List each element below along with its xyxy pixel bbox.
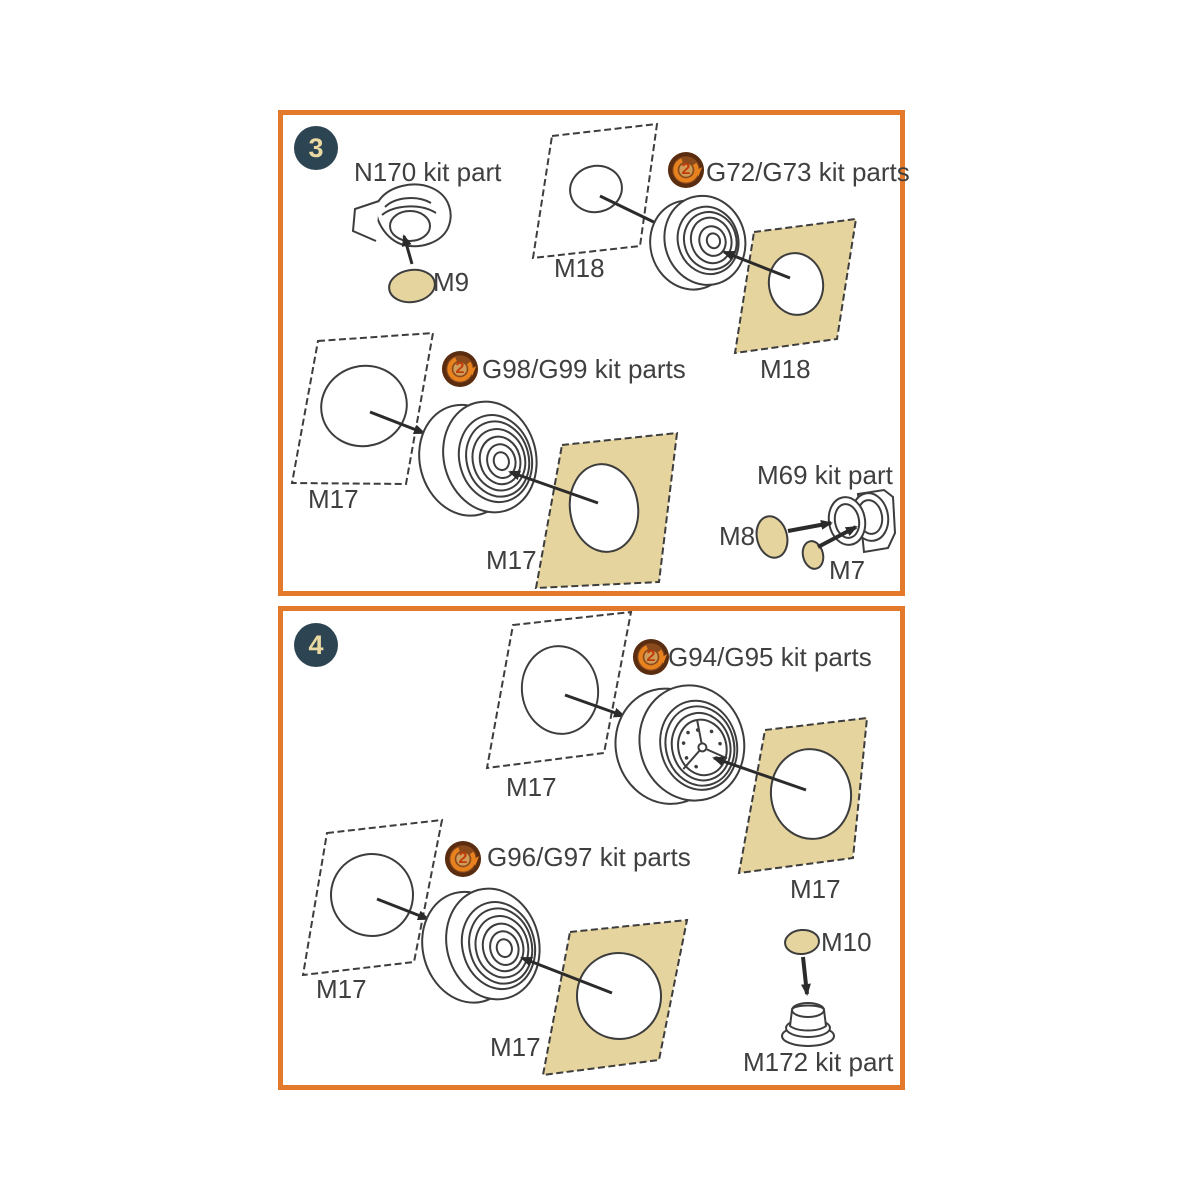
mask-m10-label: M10 [821,927,872,957]
white-mask-m17-top-label: M17 [506,772,557,802]
m172-part-label: M172 kit part [743,1047,894,1077]
mask-m9-label: M9 [433,267,470,297]
rotate-x2-icon [632,638,670,676]
arrow [599,194,666,229]
apply-twice-icon: 2 [441,350,479,388]
tan-mask-m17-label: M17 [486,545,537,575]
white-mask-m17-bottom [301,818,444,977]
arrow [564,693,626,718]
white-mask-m17 [290,331,435,486]
mask-m8-label: M8 [719,521,756,551]
apply-twice-count: 2 [458,850,468,867]
apply-twice-count: 2 [646,648,656,665]
arrow [800,956,811,996]
arrow [817,525,858,549]
wheel-g72-g73 [649,194,747,291]
mask-m7-label: M7 [829,555,866,585]
arrow [712,756,807,792]
apply-twice-icon: 2 [444,840,482,878]
white-mask-m17-bottom-label: M17 [316,974,367,1004]
arrow [722,250,791,280]
rotate-x2-icon [441,350,479,388]
tan-mask-m17-bottom-label: M17 [490,1032,541,1062]
wheel-g98-g99 [418,400,538,517]
white-mask-m17-top [485,610,633,770]
m69-part-drawing [827,488,897,554]
mask-m7-oval [801,540,825,570]
apply-twice-count: 2 [681,161,691,178]
m69-part-label: M69 kit part [757,460,893,490]
g98-g99-parts-label: G98/G99 kit parts [482,354,686,384]
wheel-g94-g95 [614,684,746,805]
arrow [401,234,414,265]
tan-mask-m17-top-label: M17 [790,874,841,904]
n170-part-label: N170 kit part [354,157,502,187]
step-3-badge: 3 [294,126,338,170]
apply-twice-icon: 2 [667,151,705,189]
tan-mask-m18-label: M18 [760,354,811,384]
arrow [787,519,833,533]
apply-twice-icon: 2 [632,638,670,676]
step-4-badge: 4 [294,623,338,667]
g96-g97-parts-label: G96/G97 kit parts [487,842,691,872]
arrow [508,470,599,505]
rotate-x2-icon [444,840,482,878]
tan-mask-m17 [534,431,679,590]
rotate-x2-icon [667,151,705,189]
mask-m10-oval [784,928,820,956]
tan-mask-m17-top [737,716,869,875]
step-3-number: 3 [308,132,324,163]
arrow [369,410,426,435]
wheel-g96-g97 [421,887,541,1004]
apply-twice-count: 2 [455,360,465,377]
g94-g95-parts-label: G94/G95 kit parts [668,642,872,672]
mask-m9-oval [388,268,436,304]
arrow [376,897,430,921]
arrow [520,956,613,995]
m172-part-drawing [781,1002,835,1047]
white-mask-m18 [531,122,659,260]
white-mask-m17-label: M17 [308,484,359,514]
n170-part-drawing [351,183,452,248]
tan-mask-m18 [733,217,858,355]
tan-mask-m17-bottom [541,918,689,1077]
white-mask-m18-label: M18 [554,253,605,283]
g72-g73-parts-label: G72/G73 kit parts [706,157,910,187]
step-4-number: 4 [308,629,324,660]
mask-m8-oval [755,515,789,559]
